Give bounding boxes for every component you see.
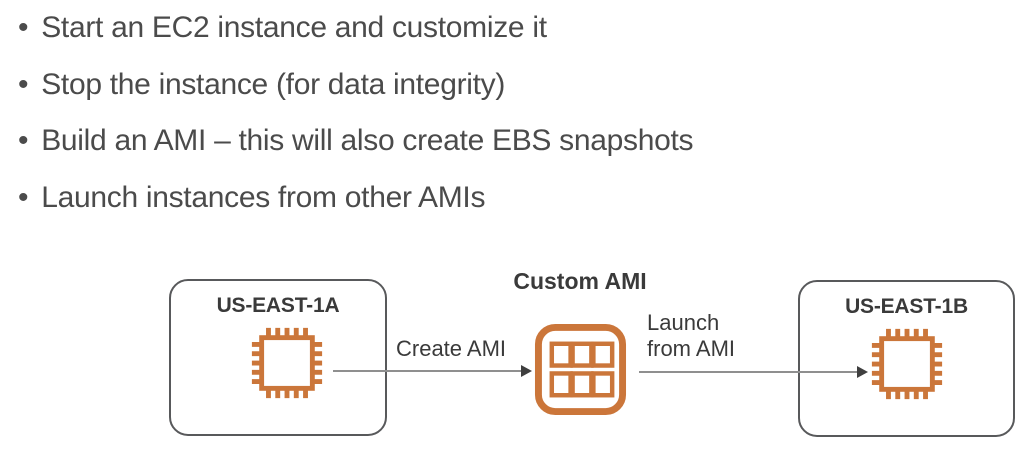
bullet-icon: • [18,180,29,214]
az-label: US-EAST-1A [216,294,340,317]
launch-label-line2: from AMI [647,336,736,361]
ec2-instance-chip-icon [871,328,942,400]
bullet-item: • Stop the instance (for data integrity) [18,57,693,114]
bullet-item: • Start an EC2 instance and customize it [18,0,693,57]
bullet-icon: • [18,124,29,157]
bullet-icon: • [18,67,29,101]
launch-label-line1: Launch [647,310,720,335]
availability-zone-box-us-east-1b: US-EAST-1B [798,280,1015,437]
bullet-text: Start an EC2 instance and customize it [41,11,547,44]
bullet-list: •Start an EC2 instance and customize it … [18,0,694,227]
bullet-icon: • [18,11,29,44]
launch-from-ami-arrow-label: Launch from AMI [647,310,735,362]
az-label: US-EAST-1B [845,295,968,318]
bullet-text: Stop the instance (for data integrity) [41,67,506,101]
create-ami-arrow [333,365,532,377]
ami-icon [534,323,627,416]
bullet-text: Build an AMI – this will also create EBS… [41,124,694,157]
bullet-item: • Build an AMI – this will also create EB… [18,113,694,170]
availability-zone-box-us-east-1a: US-EAST-1A [169,279,387,436]
create-ami-arrow-label: Create AMI [396,336,507,361]
bullet-text: Launch instances from other AMIs [41,180,486,214]
bullet-item: • Launch instances from other AMIs [18,170,693,227]
launch-from-ami-arrow [639,366,868,378]
ec2-instance-chip-icon [251,327,323,399]
custom-ami-title: Custom AMI [513,268,647,294]
